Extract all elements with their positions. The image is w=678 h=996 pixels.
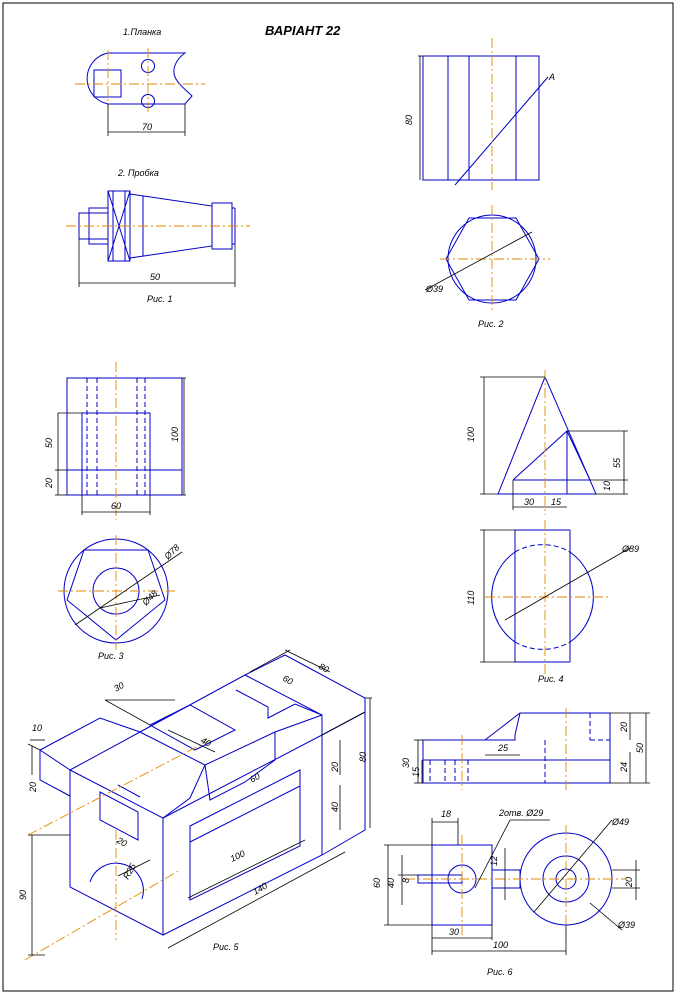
isometric-block: 10 20 30 40 60 80 60 20 40 80 20 R25 100…	[18, 649, 372, 961]
cone-front-view: 100 55 10 30 15	[466, 370, 628, 515]
fig3-caption: Рис. 3	[98, 651, 124, 661]
cylinder-dim-20: 20	[44, 478, 54, 489]
figure-6: 30 15 25 20 50 24	[372, 708, 650, 977]
figure-3: 50 20 100 60 Ø78 Ø48 Рис. 3	[44, 362, 186, 661]
bracket-dim-d49: Ø49	[611, 817, 629, 827]
prism-dim-diameter: Ø39	[425, 284, 443, 294]
cone-dim-55: 55	[612, 457, 622, 468]
cone-dim-110: 110	[466, 591, 476, 605]
block-dim-20-bottom: 20	[114, 835, 129, 849]
block-dim-30: 30	[112, 680, 126, 694]
bracket-dim-60: 60	[372, 878, 382, 888]
cylinder-dim-50: 50	[44, 438, 54, 448]
bracket-dim-25: 25	[497, 743, 509, 753]
plug-dim-length: 50	[150, 272, 160, 282]
block-dim-20-right: 20	[330, 762, 340, 773]
figure-4: 100 55 10 30 15 110 Ø89 Рис. 4	[466, 370, 639, 684]
bracket-dim-20-top: 20	[619, 722, 629, 733]
fig1-caption: Рис. 1	[147, 294, 173, 304]
bracket-dim-100: 100	[493, 940, 508, 950]
bracket-dim-30-bottom: 30	[449, 927, 459, 937]
block-dim-90: 90	[18, 890, 28, 900]
bracket-dim-15: 15	[411, 766, 421, 777]
bracket-dim-holes: 2отв. Ø29	[498, 808, 543, 818]
fig5-caption: Рис. 5	[213, 942, 240, 952]
cone-dim-15: 15	[551, 497, 562, 507]
block-dim-40-right: 40	[330, 802, 340, 812]
bracket-dim-18: 18	[441, 809, 451, 819]
plug-label: 2. Пробка	[117, 168, 159, 178]
cone-dim-10: 10	[602, 481, 612, 491]
block-dim-80-top: 80	[317, 661, 331, 675]
sheet-title: ВАРІАНТ 22	[265, 23, 341, 38]
fig4-caption: Рис. 4	[538, 674, 564, 684]
plank-label: 1.Планка	[123, 27, 161, 37]
plank-view: 70	[75, 48, 205, 136]
fig2-caption: Рис. 2	[478, 319, 504, 329]
bracket-dim-24: 24	[619, 762, 629, 773]
cone-top-view: 110 Ø89	[466, 520, 639, 675]
bracket-dim-8: 8	[401, 878, 411, 883]
block-dim-80-right: 80	[358, 752, 368, 762]
cone-dim-100: 100	[466, 427, 476, 442]
cone-dim-diameter: Ø89	[621, 544, 639, 554]
bracket-dim-30-left: 30	[401, 758, 411, 768]
block-dim-60-top: 60	[281, 673, 295, 687]
figure-1: 1.Планка 70 2. Пробка	[66, 27, 250, 304]
bracket-dim-d39: Ø39	[617, 920, 635, 930]
plug-view: 50	[66, 190, 250, 287]
prism-front-view: 80 A	[404, 38, 555, 190]
block-dim-20-left: 20	[28, 782, 38, 793]
prism-dim-height: 80	[404, 115, 414, 125]
block-dim-40-slot: 40	[199, 735, 213, 749]
bracket-dim-20-right: 20	[624, 877, 634, 888]
bracket-front-view: 30 15 25 20 50 24	[401, 708, 650, 790]
cylinder-top-view: Ø78 Ø48	[58, 535, 183, 650]
fig6-caption: Рис. 6	[487, 967, 513, 977]
figure-5: 10 20 30 40 60 80 60 20 40 80 20 R25 100…	[18, 649, 372, 961]
bracket-dim-50: 50	[635, 743, 645, 753]
block-dim-60-mid: 60	[248, 771, 262, 785]
prism-section-marker: A	[548, 72, 555, 82]
figure-2: 80 A Ø39 Рис. 2	[404, 38, 555, 329]
plank-dim-width: 70	[142, 122, 152, 132]
cylinder-dim-60: 60	[111, 501, 121, 511]
cylinder-dim-100: 100	[170, 427, 180, 442]
bracket-dim-40: 40	[386, 878, 396, 888]
cone-dim-30: 30	[524, 497, 534, 507]
cylinder-front-view: 50 20 100 60	[44, 362, 186, 520]
block-dim-100: 100	[229, 848, 247, 863]
prism-top-view: Ø39	[424, 205, 550, 312]
bracket-top-view: 18 2отв. Ø29 Ø49 60 8 12 20 40 Ø39 30 10…	[372, 808, 640, 955]
block-dim-10: 10	[32, 723, 42, 733]
cylinder-dim-outer: Ø78	[162, 542, 182, 562]
bracket-dim-12: 12	[489, 856, 499, 866]
